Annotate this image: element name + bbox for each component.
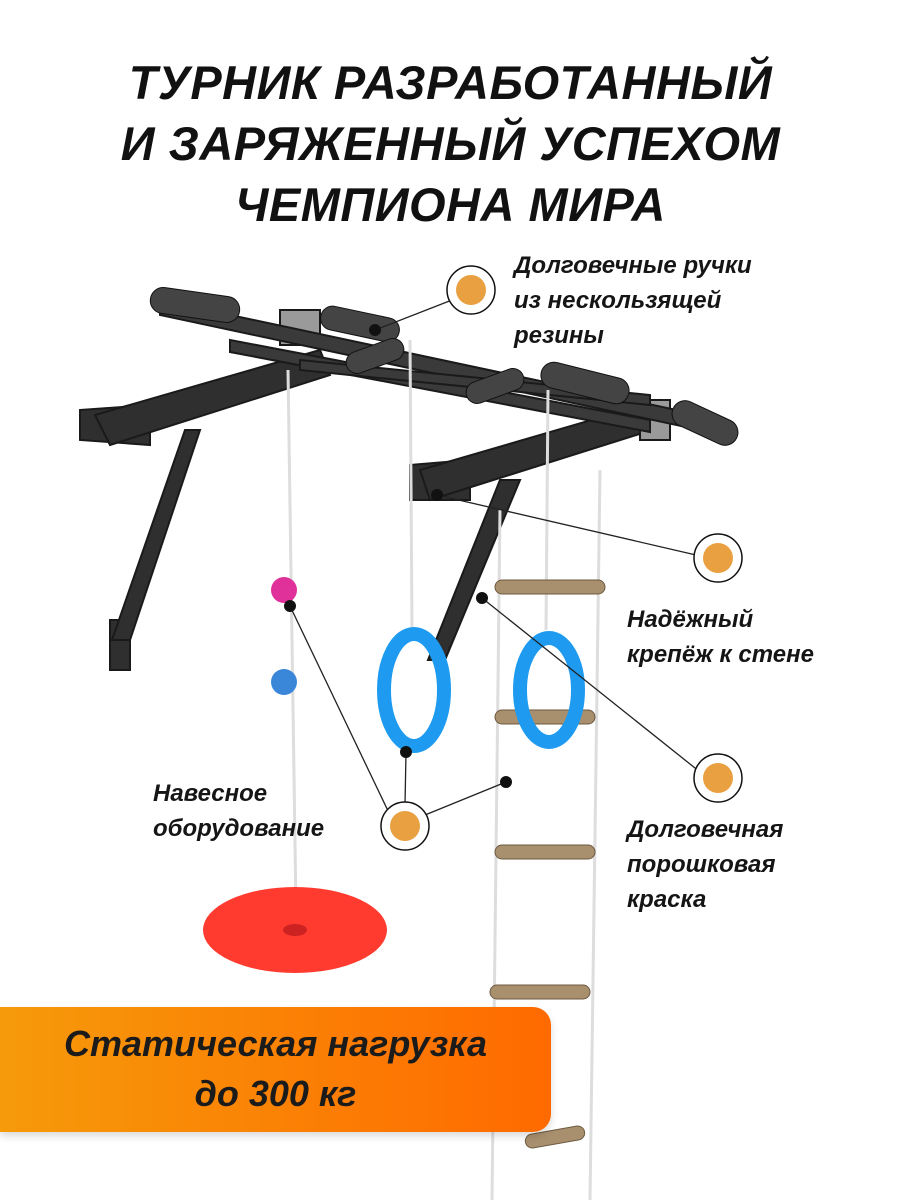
callout-text: Надёжный [627,606,754,633]
page-title: ТУРНИК РАЗРАБОТАННЫЙ И ЗАРЯЖЕННЫЙ УСПЕХО… [0,52,901,235]
frame [79,298,701,671]
callout-mount: Надёжный крепёж к стене [627,602,814,672]
callout-text: Навесное [153,780,268,807]
callout-handles: Долговечные ручки из нескользящей резины [514,248,752,353]
blue-bead [271,669,297,695]
callout-text: оборудование [153,815,325,842]
callout-paint: Долговечная порошковая краска [627,812,783,917]
callout-text: порошковая [627,851,776,878]
rubber-grips [149,287,739,446]
callout-markers [380,265,743,851]
banner-text: Статическая нагрузка [64,1023,487,1064]
callout-text: Долговечная [627,816,784,843]
callout-text: крепёж к стене [627,641,814,668]
callout-text: краска [627,886,707,913]
load-capacity-banner: Статическая нагрузка до 300 кг [0,1007,551,1132]
title-line: И ЗАРЯЖЕННЫЙ УСПЕХОМ [120,117,781,170]
banner-text: до 300 кг [194,1073,357,1114]
title-line: ТУРНИК РАЗРАБОТАННЫЙ [128,56,773,109]
callout-text: из нескользящей [514,287,722,314]
callout-text: Долговечные ручки [514,252,752,279]
pink-bead [271,577,297,603]
gymnastic-rings [377,627,585,753]
callout-text: резины [514,322,604,349]
callout-equipment: Навесное оборудование [153,776,324,846]
title-line: ЧЕМПИОНА МИРА [235,178,666,231]
